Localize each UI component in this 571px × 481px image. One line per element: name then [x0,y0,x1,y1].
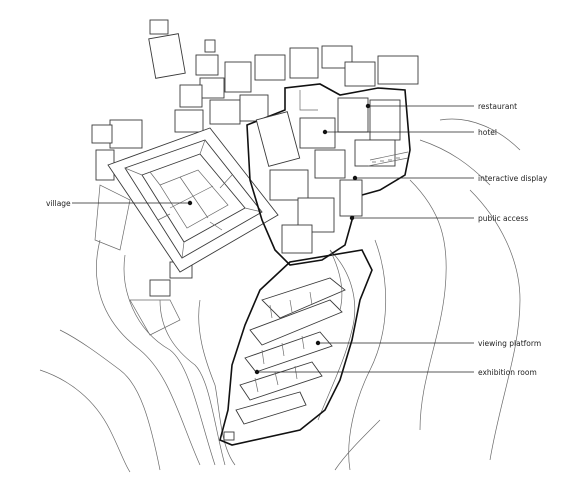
ridge-structure [219,249,373,446]
label-interactive-display: interactive display [478,174,548,183]
diagram-labels: restaurant hotel interactive display pub… [46,102,548,377]
label-village: village [46,199,71,208]
label-exhibition-room: exhibition room [478,368,537,377]
terrain-contours [39,118,521,473]
label-public-access: public access [478,214,528,223]
leader-lines [72,103,474,375]
label-restaurant: restaurant [478,102,517,111]
village-buildings-north [91,19,419,336]
label-viewing-platform: viewing platform [478,339,541,348]
label-hotel: hotel [478,128,497,137]
village-courtyard-block [107,127,279,273]
hotel-complex [246,83,411,266]
